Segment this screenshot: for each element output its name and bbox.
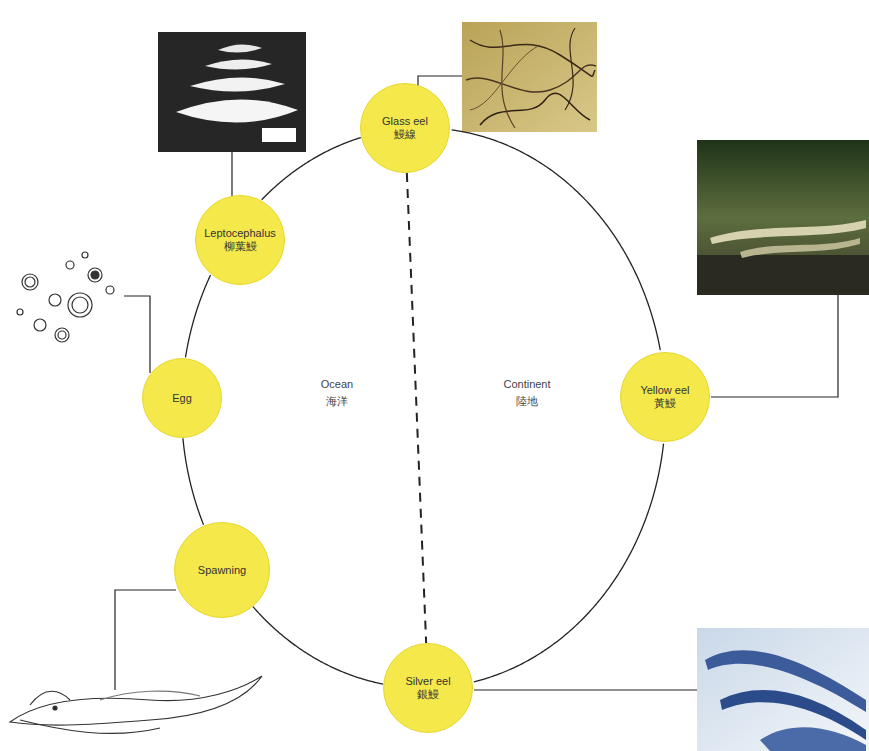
circle-fill [143,359,222,438]
stage-circle: Spawning [174,522,270,618]
stage-circle: Yellow eel黃鰻 [620,352,710,442]
leader-line [231,152,232,197]
stage-label: 銀鰻 [417,688,439,701]
region-label: Continent [501,378,552,391]
stage-label: Silver eel [405,675,450,688]
circle-fill [621,353,710,442]
circle-fill [196,196,285,285]
cycle-arc [185,275,210,358]
stage-label: 柳葉鰻 [224,240,257,253]
stage-label: 鰻線 [394,128,416,141]
region-label: Ocean [319,378,355,391]
stage-label: Yellow eel [640,384,689,397]
stage-label: Spawning [198,564,246,577]
leader-line [115,590,176,690]
yellow-eel-photo [697,140,869,295]
leader-line [474,689,697,690]
spawning-eel-drawing [10,676,262,733]
divider-line [407,173,426,643]
stage-label: Glass eel [382,115,428,128]
stage-circle: Silver eel銀鰻 [383,643,473,733]
leader-line [711,295,838,397]
cycle-arc [253,607,383,684]
silver-eel-photo [697,628,869,751]
cycle-arc [262,138,361,200]
circle-fill [361,84,450,173]
cycle-arc [452,130,661,350]
stage-circle: Leptocephalus柳葉鰻 [195,195,285,285]
stage-label: Leptocephalus [204,227,276,240]
stage-circle: Glass eel鰻線 [360,83,450,173]
leader-line [418,76,462,87]
region-label: 陸地 [514,395,540,408]
circle-fill [175,523,270,618]
stage-label: Egg [172,392,192,405]
stage-label: 黃鰻 [654,397,676,410]
cycle-arc [474,444,664,682]
leader-line [124,296,150,373]
glass-eel-photo [462,22,597,132]
egg-drawing [17,252,114,342]
cycle-arc [183,438,204,524]
circle-fill [384,644,473,733]
stage-circle: Egg [142,358,222,438]
leptocephalus-photo [158,32,306,152]
region-label: 海洋 [324,395,350,408]
